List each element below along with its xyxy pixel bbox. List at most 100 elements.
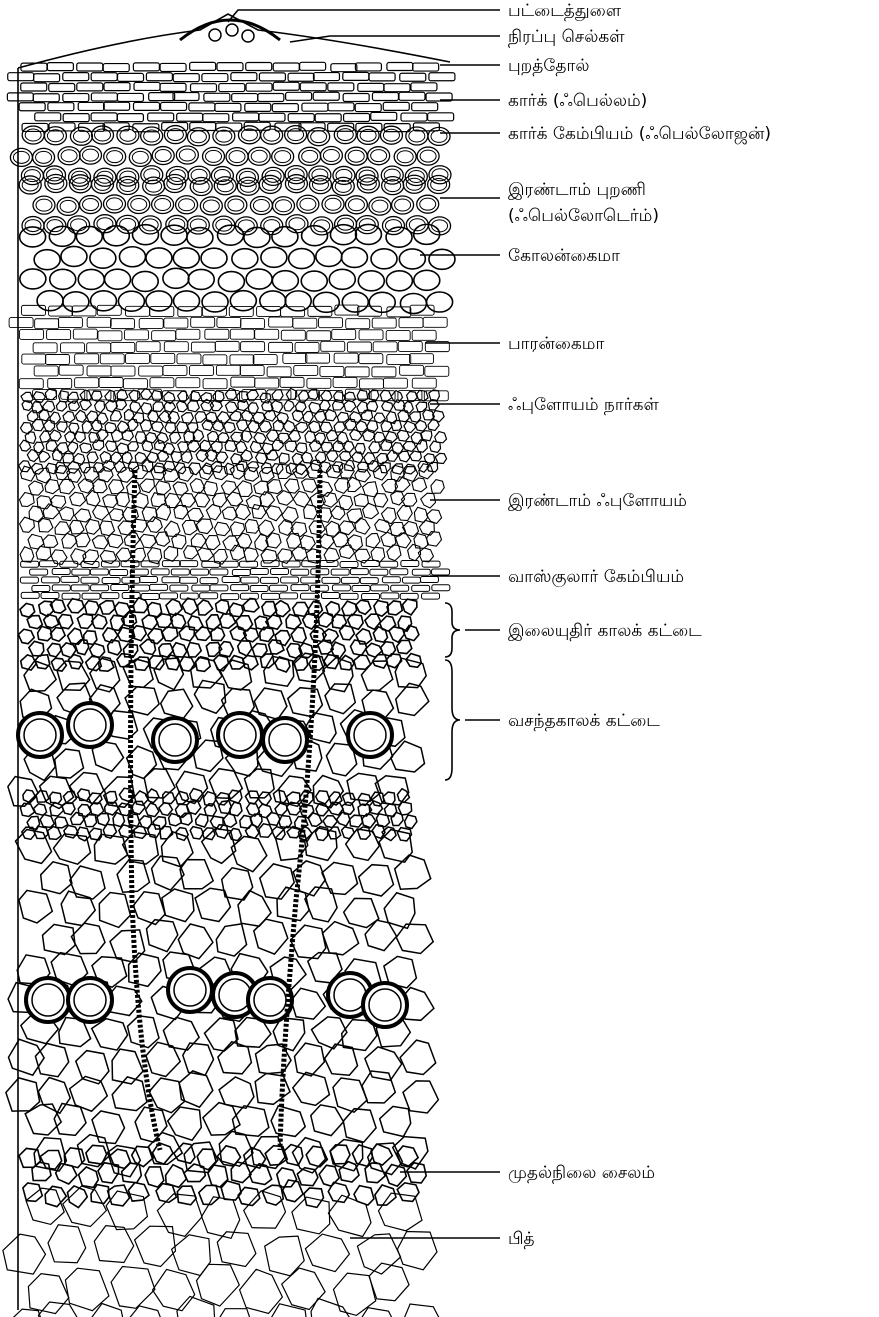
secondary-cortex-cell-inner [60, 200, 76, 212]
spring-wood-2-cell [218, 1042, 252, 1074]
primary-xylem-cell [339, 1162, 359, 1182]
spring-wood-2-cell [180, 860, 213, 889]
pith-cell [48, 1225, 86, 1263]
cork-cell [372, 92, 398, 100]
cork-cell [216, 123, 242, 131]
collenchyma-cell [289, 249, 315, 269]
secondary-phloem-cell [51, 550, 67, 565]
collenchyma-cell [285, 291, 311, 311]
parenchyma-cell [152, 331, 176, 341]
spring-wood-cell [264, 656, 294, 686]
cork-cambium-cell-inner [275, 151, 291, 163]
autumn-wood-cell [77, 614, 93, 629]
parenchyma-cell [257, 306, 281, 316]
leader-lenticel [228, 10, 500, 22]
parenchyma-cell [387, 354, 411, 364]
collenchyma-cell [386, 271, 412, 291]
phloem-fibres-cell [381, 421, 392, 432]
phloem-fibres-cell [40, 431, 51, 442]
spring-wood-2-cell [231, 836, 266, 871]
phloem-fibres-cell [188, 441, 200, 452]
cork-cell [272, 104, 298, 112]
secondary-phloem-cell [374, 494, 388, 508]
cork-cambium-cell-inner [83, 149, 99, 161]
pith-cell [357, 1234, 400, 1274]
primary-xylem-cell [122, 1163, 142, 1183]
autumn-wood-2-cell [258, 792, 271, 806]
secondary-phloem-cell [156, 481, 171, 495]
collenchyma-cell [230, 291, 256, 311]
label-collenchyma: கோலன்கைமா [508, 246, 620, 266]
vascular-cambium-cell [191, 569, 209, 575]
cork-cell [8, 73, 34, 81]
spring-wood-2-cell [271, 1106, 305, 1137]
parenchyma-cell [283, 353, 307, 363]
cork-cambium-cell-inner [312, 169, 328, 181]
phloem-fibres-cell [45, 389, 56, 400]
cork-cell [288, 73, 314, 81]
parenchyma-cell [163, 366, 187, 376]
cork-cell [19, 103, 45, 111]
vascular-cambium-cell [200, 593, 218, 599]
phloem-fibres-cell [380, 462, 390, 473]
vascular-cambium-cell [171, 569, 189, 575]
collenchyma-cell [202, 292, 228, 312]
phloem-fibres-cell [380, 390, 392, 401]
secondary-cortex-cell-inner [95, 178, 111, 190]
secondary-cortex-cell-inner [253, 200, 269, 212]
cork-cell [302, 103, 328, 111]
cork-cell [78, 102, 104, 110]
parenchyma-cell [22, 305, 46, 315]
label-autumn-wood: இலையுதிர் காலக் கட்டை [508, 621, 702, 641]
phloem-fibres-cell [272, 390, 283, 401]
primary-xylem-cell [166, 1165, 187, 1188]
parenchyma-cell [359, 330, 383, 340]
autumn-wood-cell [262, 602, 277, 617]
cork-cell [47, 63, 73, 71]
collenchyma-cell [49, 226, 75, 246]
cork-cell [77, 83, 103, 91]
phloem-fibres-cell [403, 442, 415, 452]
autumn-wood-2-cell [71, 813, 84, 825]
secondary-phloem-cell [387, 545, 401, 561]
cork-cambium-cell-inner [132, 151, 148, 163]
vascular-cambium-cell [250, 585, 268, 591]
cork-cambium-cell-inner [61, 150, 77, 162]
phloem-fibres-cell [241, 450, 252, 461]
vascular-cambium-cell [160, 593, 178, 599]
spring-wood-2-cell [35, 1044, 68, 1077]
phloem-fibres-cell [279, 453, 289, 463]
secondary-cortex-cell-inner [169, 218, 185, 230]
parenchyma-cell [281, 307, 305, 317]
cork-cell [103, 64, 129, 72]
spring-wood-2-cell [16, 830, 52, 864]
secondary-phloem-cell [39, 519, 53, 533]
autumn-wood-2-cell [362, 814, 376, 828]
cork-cambium-cell-inner [107, 151, 123, 163]
parenchyma-cell [203, 355, 227, 365]
cork-cell [387, 63, 413, 71]
cork-cell [246, 83, 272, 91]
cork-cambium-cell-inner [13, 151, 29, 163]
cork-cell [315, 114, 341, 122]
secondary-phloem-cell [109, 480, 124, 494]
spring-wood-2-cell [152, 856, 184, 890]
collenchyma-cell [63, 292, 89, 312]
parenchyma-cell [412, 378, 436, 388]
spring-wood-2-cell [216, 924, 246, 956]
phloem-fibres-cell [387, 450, 398, 461]
cork-cell [48, 103, 74, 111]
cork-cambium-cell-inner [229, 151, 245, 163]
collenchyma-cell [341, 247, 367, 267]
cork-cambium-cell-inner [97, 171, 113, 183]
vascular-cambium-cell [370, 569, 388, 575]
spring-wood-2-cell [311, 1105, 344, 1136]
cork-cell [399, 92, 425, 100]
secondary-phloem-cell [302, 479, 318, 492]
vascular-cambium-cell [352, 586, 370, 592]
secondary-phloem-cell [395, 477, 410, 492]
vascular-cambium-cell [422, 561, 440, 567]
parenchyma-cell [190, 366, 214, 376]
parenchyma-cell [321, 341, 345, 351]
cork-cambium-cell-inner [169, 170, 185, 182]
